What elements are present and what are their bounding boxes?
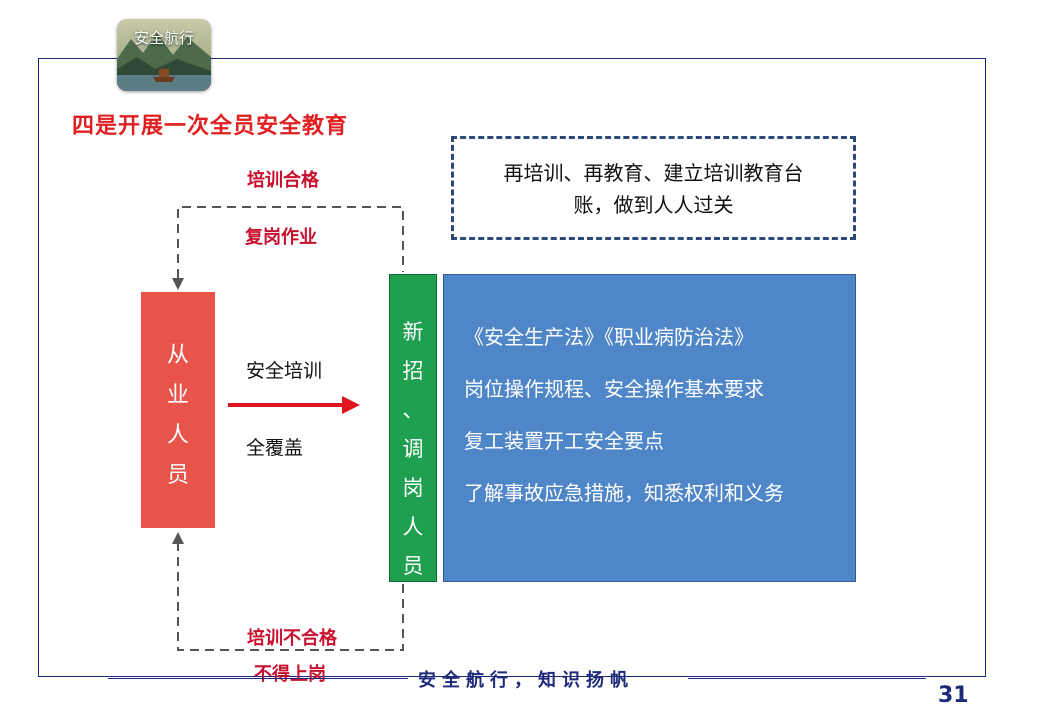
new-staff-box: 新 招 、 调 岗 人 员 [389,274,437,582]
new-staff-char: 岗 [402,476,424,500]
content-line: 《安全生产法》《职业病防治法》 [464,325,754,349]
note-line-1: 再培训、再教育、建立培训教育台 [503,161,804,185]
loop-label-pass: 培训合格 [247,170,319,191]
new-staff-char: 员 [402,554,424,578]
content-line: 了解事故应急措施，知悉权利和义务 [464,481,784,505]
content-line: 岗位操作规程、安全操作基本要求 [464,377,764,401]
arrow-label-training: 安全培训 [246,360,323,382]
loop-label-no-post: 不得上岗 [254,664,326,685]
logo-image: 安全航行 [117,19,211,91]
new-staff-char: 调 [402,437,424,461]
slide-title: 四是开展一次全员安全教育 [72,114,349,139]
note-line-2: 账，做到人人过关 [573,193,734,217]
retraining-note-box: 再培训、再教育、建立培训教育台 账，做到人人过关 [451,136,856,240]
logo-text: 安全航行 [133,29,194,47]
page-number: 31 [938,683,969,708]
workers-box: 从 业 人 员 [141,292,215,528]
loop-label-return: 复岗作业 [245,227,317,248]
slide-frame [38,58,986,677]
footer-divider-left [108,678,408,679]
new-staff-char: 招 [402,359,424,383]
workers-char: 从 [166,343,189,368]
content-line: 复工装置开工安全要点 [464,429,664,453]
training-content-box: 《安全生产法》《职业病防治法》 岗位操作规程、安全操作基本要求 复工装置开工安全… [443,274,856,582]
arrow-label-coverage: 全覆盖 [246,437,304,459]
footer-divider-right [688,678,926,679]
new-staff-char: 、 [402,398,424,422]
footer-slogan: 安全航行，知识扬帆 [418,670,634,691]
workers-char: 业 [166,383,189,408]
loop-label-fail: 培训不合格 [247,628,337,649]
new-staff-char: 新 [402,320,424,344]
workers-char: 人 [166,423,189,448]
new-staff-char: 人 [402,515,424,539]
workers-char: 员 [166,463,189,488]
